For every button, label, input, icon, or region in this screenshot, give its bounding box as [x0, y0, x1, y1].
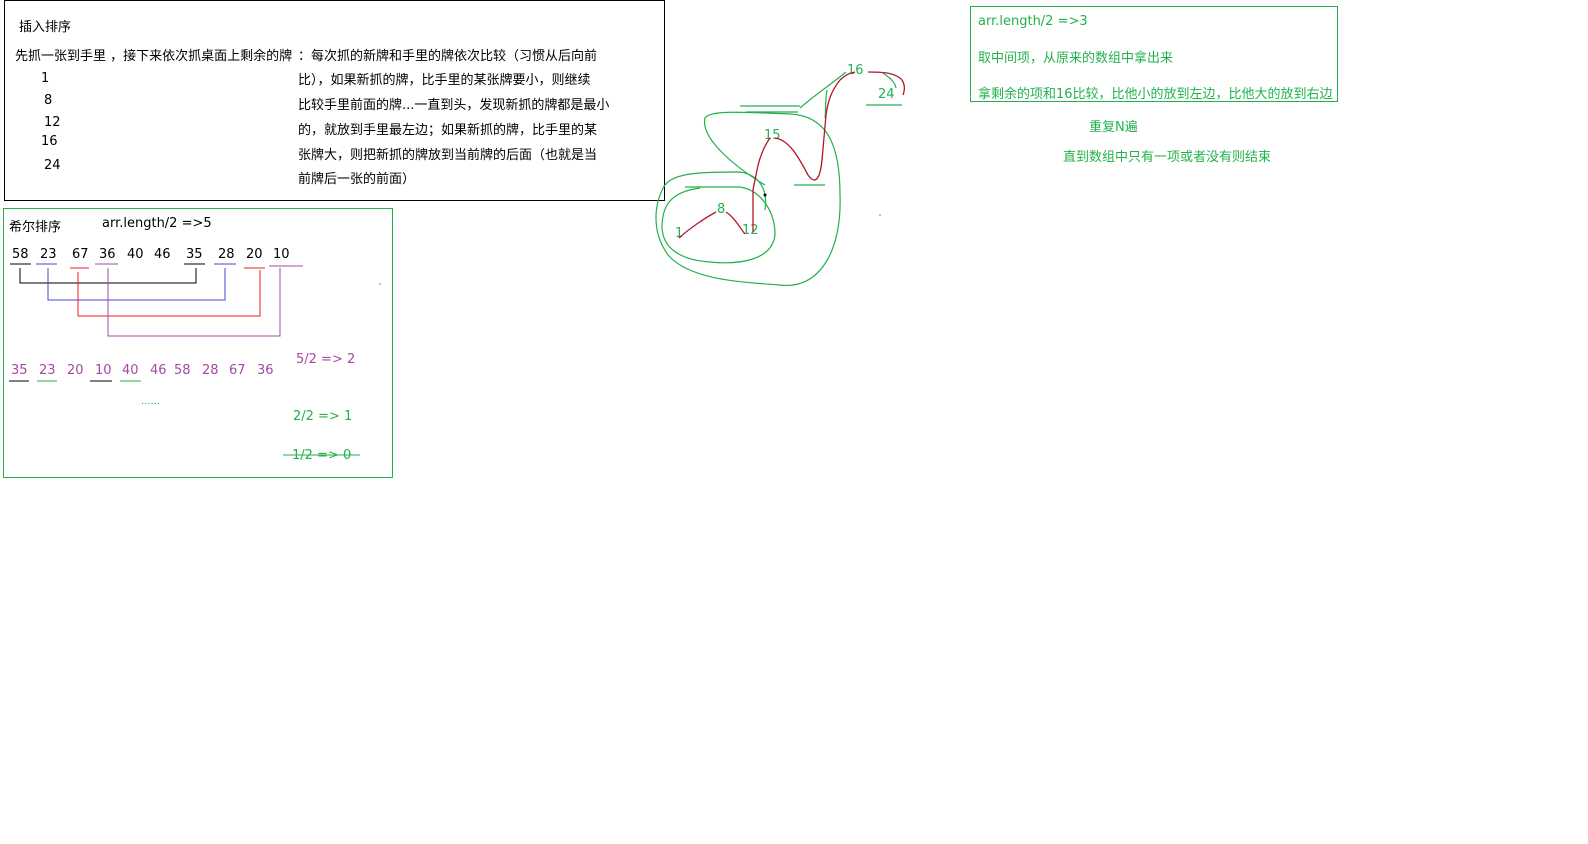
insertion-sort-desc-left: 先抓一张到手里 ，接下来依次抓桌面上剩余的牌 — [15, 49, 293, 64]
row1-number: 40 — [127, 247, 144, 262]
row2-number: 58 — [174, 363, 191, 378]
insertion-sort-title: 插入排序 — [19, 20, 72, 35]
tree-links — [678, 71, 906, 239]
tree-node: 8 — [717, 202, 726, 217]
pivot-dot — [763, 193, 767, 197]
end-condition-note: 直到数组中只有一项或者没有则结束 — [1063, 150, 1272, 165]
row1-number: 35 — [186, 247, 203, 262]
tree-node: 15 — [764, 128, 781, 143]
partition-circles — [655, 71, 902, 286]
insertion-desc-line: 张牌大，则把新抓的牌放到当前牌的后面（也就是当 — [298, 148, 598, 163]
card-value: 8 — [44, 93, 53, 108]
step-label: 5/2 => 2 — [296, 352, 356, 367]
insertion-desc-line: 前牌后一张的前面） — [298, 172, 416, 187]
quick-sort-line: 拿剩余的项和16比较，比他小的放到左边，比他大的放到右边 — [978, 87, 1333, 102]
insertion-desc-line: 比较手里前面的牌...一直到头，发现新抓的牌都是最小 — [298, 98, 610, 113]
shell-sort-formula: arr.length/2 =>5 — [102, 216, 212, 231]
row2-number: 35 — [11, 363, 28, 378]
row1-number: 58 — [12, 247, 29, 262]
quick-sort-line: 取中间项，从原来的数组中拿出来 — [978, 51, 1174, 66]
quick-sort-formula: arr.length/2 =>3 — [978, 14, 1088, 29]
row1-number: 10 — [273, 247, 290, 262]
step-label: 2/2 => 1 — [293, 409, 353, 424]
row1-number: 67 — [72, 247, 89, 262]
card-value: 24 — [44, 158, 61, 173]
insertion-desc-line: 的，就放到手里最左边；如果新抓的牌，比手里的某 — [298, 123, 598, 138]
row1-number: 46 — [154, 247, 171, 262]
tree-node: 24 — [878, 87, 895, 102]
row2-number: 10 — [95, 363, 112, 378]
row1-number: 28 — [218, 247, 235, 262]
insertion-sort-panel — [4, 0, 665, 201]
tree-node: 12 — [742, 223, 759, 238]
card-value: 12 — [44, 115, 61, 130]
row1-number: 23 — [40, 247, 57, 262]
row2-number: 23 — [39, 363, 56, 378]
row1-number: 20 — [246, 247, 263, 262]
tree-node: 16 — [847, 63, 864, 78]
row1-underlines — [10, 263, 303, 269]
card-value: 16 — [41, 134, 58, 149]
tree-node: 1 — [675, 226, 684, 241]
row2-number: 40 — [122, 363, 139, 378]
row2-number: 67 — [229, 363, 246, 378]
stray-dot — [379, 283, 381, 285]
row2-number: 36 — [257, 363, 274, 378]
quick-sort-panel — [970, 6, 1338, 102]
repeat-note: 重复N遍 — [1089, 120, 1138, 135]
row2-number: 46 — [150, 363, 167, 378]
row2-number: 28 — [202, 363, 219, 378]
card-value: 1 — [41, 71, 50, 86]
row2-number: 20 — [67, 363, 84, 378]
ellipsis: ...... — [141, 396, 161, 407]
gap-brackets — [19, 268, 281, 337]
row1-number: 36 — [99, 247, 116, 262]
row2-underlines — [9, 380, 360, 456]
insertion-desc-line: ：每次抓的新牌和手里的牌依次比较（习惯从后向前 — [298, 49, 598, 64]
shell-sort-panel — [3, 208, 393, 478]
insertion-desc-line: 比），如果新抓的牌，比手里的某张牌要小，则继续 — [298, 73, 591, 88]
stray-dot — [879, 214, 881, 216]
shell-sort-title: 希尔排序 — [9, 220, 62, 235]
